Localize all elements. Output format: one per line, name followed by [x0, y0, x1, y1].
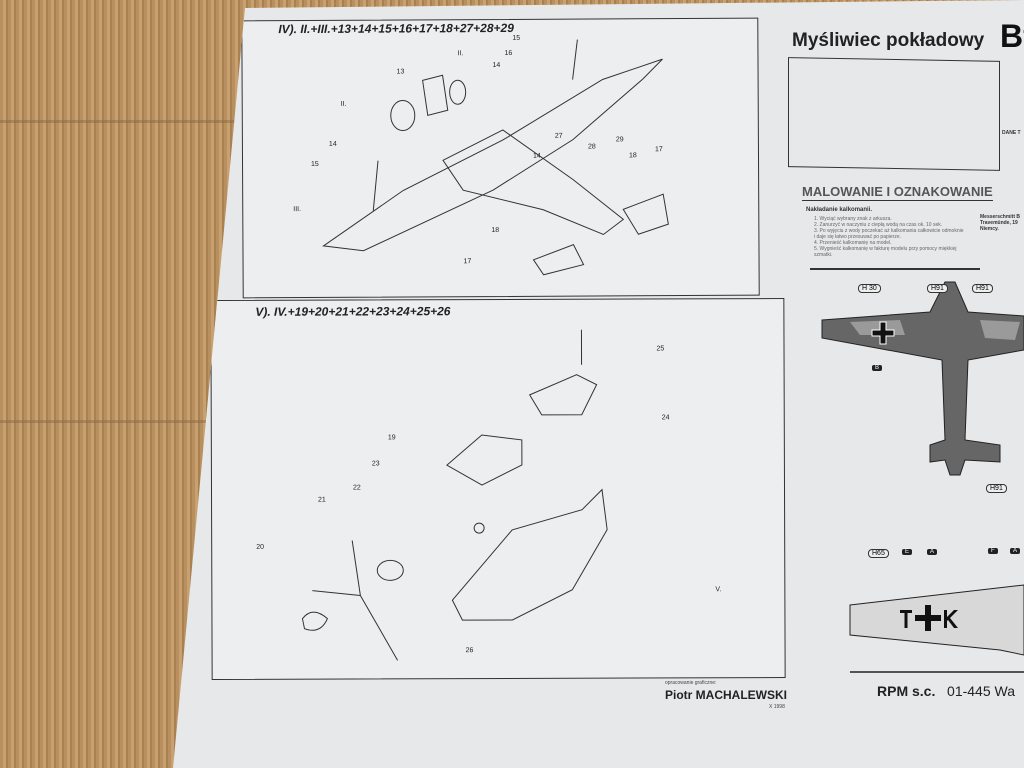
part-label: II. [457, 50, 464, 58]
decal-step: 4. Przenieść kalkomanię na model. [814, 240, 892, 246]
part-label: 19 [387, 434, 396, 442]
part-label: 14 [532, 152, 541, 160]
part-label: 21 [318, 496, 326, 504]
part-label: 27 [554, 132, 563, 140]
color-tag: H91 [986, 484, 1007, 493]
part-label: 20 [256, 543, 265, 551]
part-label: 13 [396, 68, 405, 76]
part-label: 26 [465, 647, 474, 655]
mat-seam [0, 120, 240, 123]
part-label: 18 [491, 227, 500, 235]
part-label: 28 [587, 143, 596, 151]
variant-title: Messerschmitt B Travemünde, 19 Niemcy. [980, 214, 1021, 232]
divider [810, 268, 980, 270]
canopy-propeller-drawing [301, 329, 608, 661]
wing-assembly-drawing [322, 39, 669, 276]
color-tag: B [872, 365, 883, 371]
part-label: 18 [628, 152, 637, 160]
part-label: 24 [661, 414, 670, 422]
part-label: 17 [463, 258, 472, 266]
publisher-name: RPM s.c. [877, 683, 936, 699]
credit-author: Piotr MACHALEWSKI [665, 688, 787, 702]
decal-step: 5. Wygnieść kalkomanię w fakturę modelu … [814, 246, 957, 258]
part-label: 16 [504, 49, 513, 57]
part-label: II. [340, 100, 347, 108]
part-label: 15 [311, 160, 319, 168]
color-tag: A [927, 549, 938, 555]
part-label: 14 [328, 140, 337, 148]
part-label: 22 [352, 484, 361, 492]
decal-step: 3. Po wyjęciu z wody poczekać aż kalkoma… [814, 228, 964, 240]
credit-label: opracowanie graficzne: [665, 680, 717, 686]
decal-step: 1. Wyciąć wybrany znak z arkusza. [814, 216, 892, 222]
decal-steps: 1. Wyciąć wybrany znak z arkusza. 2. Zan… [814, 216, 964, 258]
data-heading: DANE T [1002, 130, 1021, 136]
part-label: 23 [371, 460, 380, 468]
step-4-panel: IV). II.+III.+13+14+15+16+17+18+27+28+29… [241, 17, 760, 299]
part-label: 15 [512, 34, 521, 42]
publisher: RPM s.c. 01-445 Wa [877, 683, 1015, 699]
decal-step: 2. Zanurzyć w naczyniu z ciepłą wodą na … [814, 222, 943, 228]
model-name: Bf [1000, 18, 1024, 54]
part-label: 17 [654, 146, 663, 154]
color-tag: H65 [868, 549, 889, 558]
color-tag: H91 [927, 284, 948, 293]
part-label: 29 [615, 136, 624, 144]
color-tag: F [988, 548, 998, 554]
section-title: MALOWANIE I OZNAKOWANIE [802, 184, 993, 201]
publisher-address: 01-445 Wa [947, 683, 1015, 699]
decal-heading: Nakładanie kalkomanii. [806, 207, 873, 213]
part-label: 14 [492, 61, 501, 70]
color-tag: H91 [972, 284, 993, 293]
part-label: III. [293, 206, 302, 214]
part-label: V. [715, 586, 722, 594]
part-label: 25 [656, 345, 665, 353]
color-tag: E [902, 549, 913, 555]
step-5-panel: V). IV.+19+20+21+22+23+24+25+26 25 24 19… [210, 297, 786, 681]
color-tag: A [1010, 548, 1021, 554]
mat-seam [0, 420, 240, 423]
credit-date: X 1998 [769, 704, 785, 710]
sheet-title: Myśliwiec pokładowy [792, 30, 985, 51]
color-tag: H 30 [858, 284, 881, 293]
box-art-frame [788, 57, 1000, 171]
